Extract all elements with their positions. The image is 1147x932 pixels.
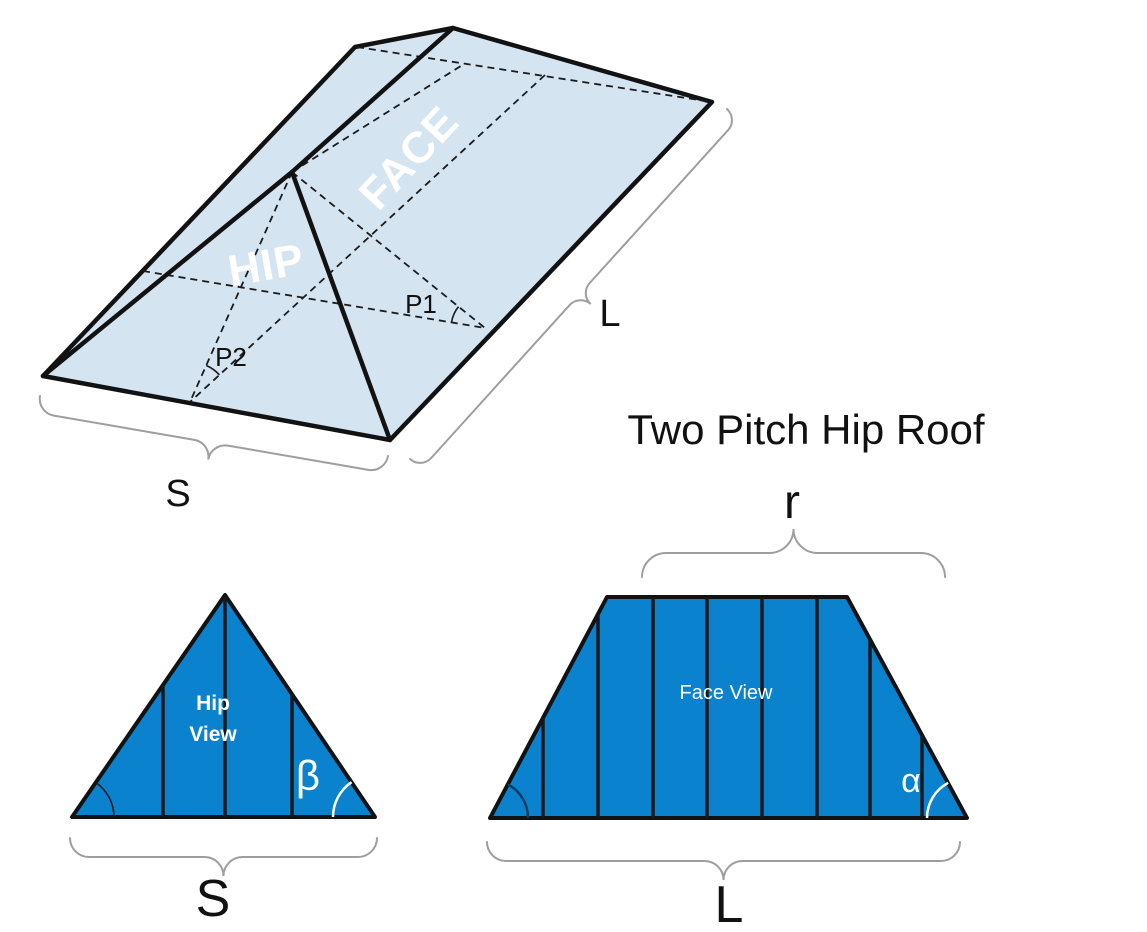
side-dimension-brace bbox=[38, 395, 389, 472]
ridge-dimension-brace bbox=[641, 528, 946, 578]
length-dimension-label: L bbox=[599, 293, 620, 335]
run-dashed-line bbox=[142, 270, 486, 329]
face-slope-dashed-line bbox=[291, 171, 486, 329]
hip-base-brace bbox=[69, 837, 378, 877]
ridge-projection-dashed-line bbox=[291, 63, 465, 173]
p1-angle-arc bbox=[450, 306, 460, 323]
hip-edge-front bbox=[289, 169, 393, 443]
side-dimension-label: S bbox=[165, 473, 190, 515]
hip-left-angle-arc bbox=[95, 781, 115, 818]
ridge-edge bbox=[289, 25, 456, 175]
hip-base-label: S bbox=[196, 870, 231, 928]
roof-3d-surface bbox=[40, 25, 715, 443]
face-view-label: Face View bbox=[679, 682, 773, 704]
beta-angle-arc bbox=[331, 781, 353, 818]
beta-angle-label: β bbox=[296, 752, 320, 799]
length-dimension-brace bbox=[409, 108, 733, 464]
face-view-trapezoid bbox=[488, 595, 969, 820]
face-base-brace bbox=[486, 841, 961, 881]
alpha-angle-arc bbox=[925, 781, 949, 819]
hip-view-label-line1: Hip bbox=[196, 692, 230, 715]
diagram-title: Two Pitch Hip Roof bbox=[627, 406, 984, 453]
pitch2-label: P2 bbox=[215, 342, 247, 372]
hip-edge-left bbox=[40, 169, 295, 379]
roof-3d-view: FACE HIP P1 P2 S L bbox=[38, 25, 733, 515]
hip-view-label-line2: View bbox=[189, 723, 237, 746]
p2-angle-arc bbox=[205, 364, 220, 376]
face-left-angle-arc bbox=[507, 783, 530, 819]
ridge-dimension-label: r bbox=[784, 476, 800, 529]
alpha-angle-label: α bbox=[901, 762, 921, 800]
pitch1-label: P1 bbox=[405, 289, 437, 319]
hip-slope-dashed-line bbox=[189, 171, 293, 403]
plan-diagonal-dashed-line bbox=[189, 74, 546, 403]
face-view-panel: r Face View α L bbox=[486, 476, 969, 932]
face-base-label: L bbox=[715, 876, 744, 932]
hip-view-panel: Hip View β S bbox=[69, 593, 378, 928]
